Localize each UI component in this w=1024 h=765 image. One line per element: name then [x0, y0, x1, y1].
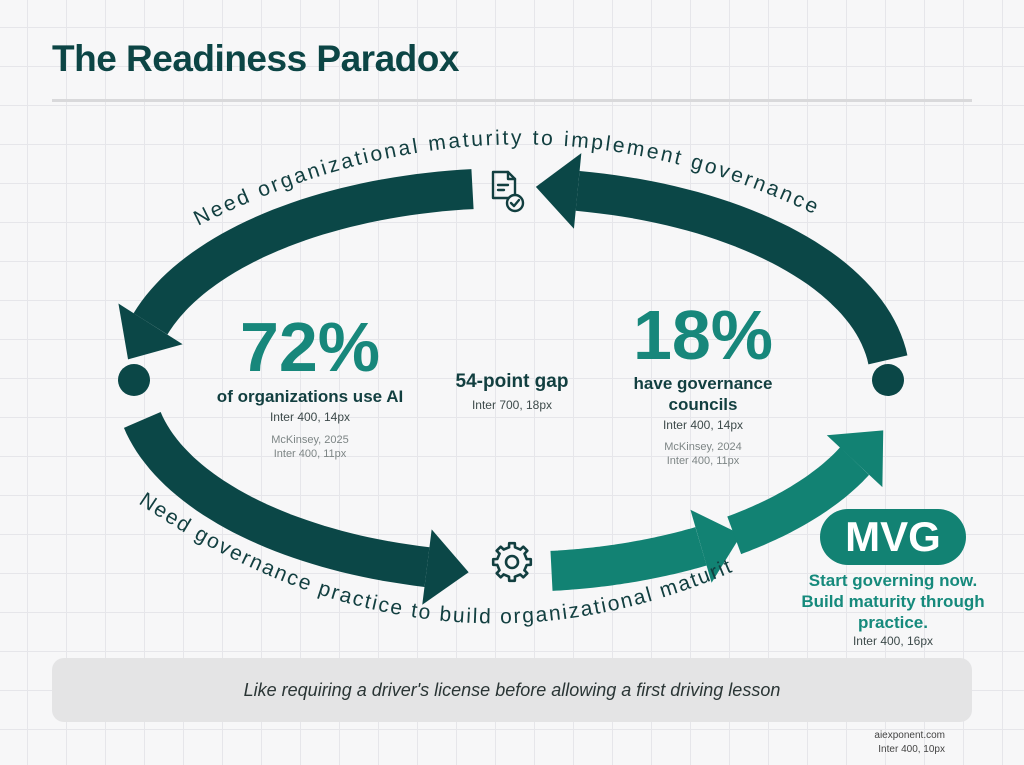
analogy-banner: Like requiring a driver's license before… [52, 658, 972, 722]
stat-72-label: of organizations use AI [216, 387, 404, 406]
stat-72-source: McKinsey, 2025 [271, 434, 349, 446]
arrow-bottom-left [123, 411, 430, 587]
cycle-node-left [118, 364, 150, 396]
title-divider [52, 99, 972, 102]
stat-72-spec: Inter 400, 14px [269, 410, 351, 424]
stat-18-spec: Inter 400, 14px [662, 418, 744, 432]
credit-spec: Inter 400, 10px [878, 744, 945, 755]
stat-18-source-spec: Inter 400, 11px [666, 455, 740, 467]
arrow-bottom-teal-1 [550, 527, 707, 591]
cycle-arrows [118, 153, 908, 605]
stat-18-source: McKinsey, 2024 [664, 441, 742, 453]
stat-18-label-2: councils [668, 395, 738, 414]
gap-spec: Inter 700, 18px [471, 398, 553, 412]
stat-18-label-1: have governance [633, 374, 773, 393]
arrow-bottom-teal-2-head [826, 430, 884, 488]
mvg-spec: Inter 400, 16px [852, 634, 934, 648]
arrow-bottom-teal-1-head [690, 509, 742, 583]
gear-icon [491, 541, 533, 583]
arrow-top-right [575, 170, 908, 365]
page-title: The Readiness Paradox [52, 38, 459, 79]
arrow-top-right-head [535, 153, 582, 229]
credit-site: aiexponent.com [874, 730, 945, 741]
arrow-top-left [133, 169, 474, 335]
mvg-line-3: practice. [858, 613, 928, 632]
mvg-line-1: Start governing now. [808, 571, 978, 590]
mvg-line-2: Build maturity through [801, 592, 985, 611]
arrow-bottom-teal-2 [727, 447, 870, 555]
cycle-node-right [872, 364, 904, 396]
stat-72-source-spec: Inter 400, 11px [273, 448, 347, 460]
mvg-badge: MVG [820, 509, 966, 565]
gap-label: 54-point gap [455, 371, 569, 392]
arrow-bottom-left-head [422, 529, 469, 605]
stat-72-value: 72% [239, 308, 381, 386]
arrow-top-left-head [118, 303, 183, 360]
document-check-icon [491, 170, 525, 213]
stat-18-value: 18% [632, 296, 774, 374]
